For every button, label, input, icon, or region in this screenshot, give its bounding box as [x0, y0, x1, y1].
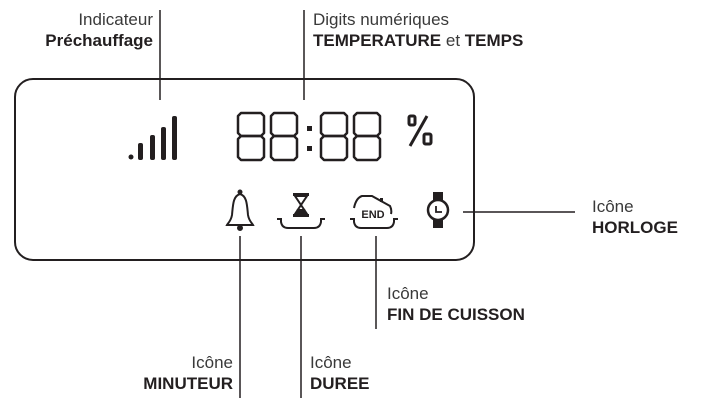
- label-duration: Icône DUREE: [310, 353, 370, 393]
- bell-icon: [225, 189, 255, 231]
- label-digits: Digits numériques TEMPERATURE et TEMPS: [313, 10, 524, 50]
- lcd-frame: [14, 78, 475, 261]
- label-preheat: Indicateur Préchauffage: [45, 10, 153, 50]
- label-timer: Icône MINUTEUR: [143, 353, 233, 393]
- preheat-bars-icon: [128, 116, 177, 160]
- watch-icon: [426, 192, 450, 228]
- digits-display: [236, 111, 382, 162]
- colon: [307, 126, 312, 151]
- label-clock: Icône HORLOGE: [592, 197, 678, 237]
- end-pot-icon: END: [350, 195, 398, 229]
- percent-icon: [407, 114, 433, 147]
- label-end-cooking: Icône FIN DE CUISSON: [387, 284, 525, 324]
- svg-text:END: END: [361, 209, 384, 221]
- hourglass-icon: [277, 193, 325, 229]
